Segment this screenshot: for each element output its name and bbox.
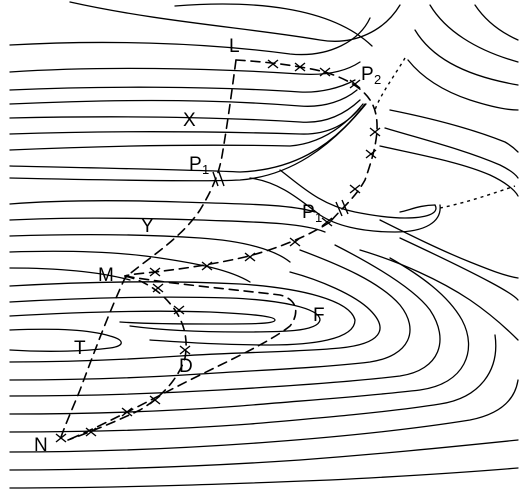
cross-mark [319, 67, 331, 77]
cross-mark [121, 407, 133, 417]
cross-mark [152, 283, 164, 293]
double-bar-markers [212, 171, 349, 217]
contour-line [9, 17, 371, 56]
cross-mark [179, 345, 191, 355]
cross-mark [55, 433, 67, 443]
contour-line [69, 1, 401, 42]
contour-line [399, 237, 519, 301]
bar-mark [212, 171, 219, 187]
label-P1-left-subscript: 1 [202, 162, 209, 177]
contour-line [9, 200, 316, 213]
label-P1-right-subscript: 1 [315, 210, 322, 225]
dotted-ridge-line [439, 185, 516, 209]
contour-line [9, 61, 361, 76]
route-M-D-N [67, 275, 187, 441]
contour-line [9, 310, 276, 325]
route-L-P1-M-N [59, 59, 237, 441]
contour-line [474, 4, 519, 41]
label-T: T [74, 338, 86, 359]
route-P1-M [124, 221, 331, 277]
contour-line [9, 467, 519, 489]
cross-markers [55, 59, 381, 443]
bar-mark [341, 199, 349, 215]
contour-line [9, 439, 519, 471]
cross-mark [173, 305, 185, 315]
cross-mark [321, 217, 333, 227]
contour-line [9, 334, 497, 433]
cross-mark [349, 79, 361, 89]
contour-line [359, 249, 519, 341]
contour-line [429, 4, 519, 63]
label-M: M [98, 265, 114, 286]
contour-line [249, 177, 441, 233]
cross-mark [369, 127, 381, 137]
label-L: L [229, 36, 240, 57]
contour-line [9, 99, 361, 123]
label-Y: Y [141, 216, 154, 237]
contour-line [9, 107, 361, 135]
bar-mark [218, 171, 225, 187]
cross-mark [85, 427, 97, 437]
cross-mark [244, 252, 256, 262]
label-D: D [179, 356, 193, 377]
label-N: N [34, 435, 48, 456]
cross-mark [365, 149, 377, 159]
contour-line [384, 127, 519, 179]
contour-line [379, 145, 519, 197]
label-P1-right: P [302, 202, 315, 223]
route-M-F-N [67, 275, 297, 441]
cross-mark [267, 59, 279, 69]
label-P2-subscript: 2 [374, 72, 381, 87]
point-labels: L P 2 X P 1 P 1 Y M F T D N [34, 36, 381, 456]
contour-lines [9, 1, 519, 489]
contour-line [389, 109, 519, 153]
contour-line [9, 79, 356, 93]
cross-mark [294, 62, 306, 72]
contour-line [9, 249, 411, 381]
contour-line [9, 103, 366, 173]
label-P1-left: P [189, 154, 202, 175]
contour-line [399, 204, 436, 213]
label-P2: P [361, 64, 374, 85]
contour-line [9, 267, 131, 281]
cross-mark [149, 395, 161, 405]
contour-line [407, 59, 519, 111]
contour-line [9, 89, 358, 107]
cross-mark [201, 261, 213, 271]
contour-line [9, 250, 251, 283]
route-L-P2-P1 [235, 59, 378, 223]
contour-line [9, 296, 321, 333]
contour-line [9, 217, 326, 233]
contour-line [9, 244, 441, 397]
cross-mark [289, 237, 301, 247]
label-F: F [313, 305, 325, 326]
contour-line [9, 103, 364, 151]
dashed-routes [59, 59, 378, 441]
label-X: X [183, 110, 196, 131]
bar-mark [335, 201, 343, 217]
contour-line [9, 281, 356, 346]
contour-line [9, 103, 367, 182]
cross-mark [149, 267, 161, 277]
contour-line [279, 169, 437, 219]
contour-line [379, 219, 519, 279]
contour-line [9, 257, 470, 415]
contour-line [9, 379, 519, 453]
contour-line [414, 29, 519, 86]
contour-line [9, 328, 122, 352]
contour-line [174, 3, 373, 47]
contour-line [9, 271, 381, 363]
cross-mark [349, 184, 361, 194]
